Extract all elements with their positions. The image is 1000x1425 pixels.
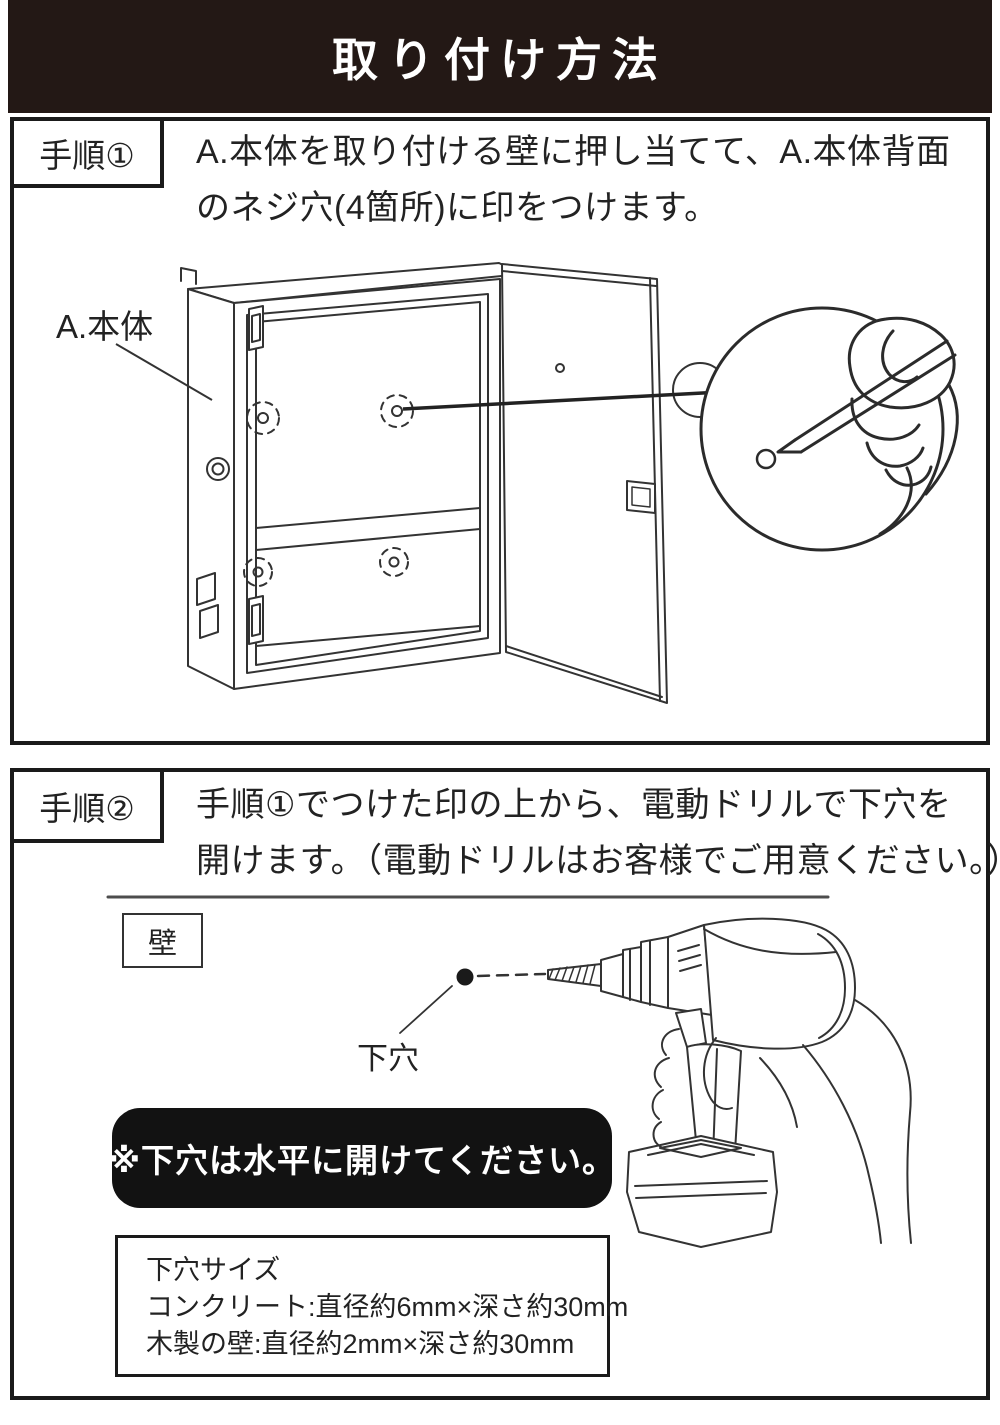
battery-pack-icon xyxy=(626,1135,778,1248)
step2-label: 手順② xyxy=(39,789,135,827)
hole-label-leader-line xyxy=(399,985,453,1034)
step1-instruction-line2: のネジ穴(4箇所)に印をつけます。 xyxy=(196,189,719,227)
caution-note: ※下穴は水平に開けてください。 xyxy=(108,1108,615,1208)
part-label: A.本体 xyxy=(56,308,154,345)
step1-label: 手順① xyxy=(39,136,135,174)
size-box-title: 下穴サイズ xyxy=(146,1255,281,1285)
step1-label-box: 手順① xyxy=(10,117,164,188)
screw-holes-icon xyxy=(243,394,414,587)
pilot-hole-dot xyxy=(456,968,474,986)
step2-instruction-line2: 開けます。（電動ドリルはお客様でご用意ください。） xyxy=(196,842,1000,880)
caution-note-text: ※下穴は水平に開けてください。 xyxy=(107,1142,617,1179)
pilot-hole-size-box: 下穴サイズ コンクリート:直径約6mm×深さ約30mm 木製の壁:直径約2mm×… xyxy=(115,1235,629,1377)
step1-instruction: A.本体を取り付ける壁に押し当てて、A.本体背面 のネジ穴(4箇所)に印をつけま… xyxy=(196,124,951,236)
step1-instruction-line1: A.本体を取り付ける壁に押し当てて、A.本体背面 xyxy=(196,133,951,171)
wall-label: 壁 xyxy=(147,927,177,960)
cabinet-body-icon xyxy=(180,262,728,690)
step2-label-box: 手順② xyxy=(10,768,164,843)
wall-label-box: 壁 xyxy=(122,913,203,968)
pilot-hole-label: 下穴 xyxy=(357,1041,419,1076)
cabinet-door-icon xyxy=(501,263,668,704)
detail-leader-line xyxy=(402,389,741,411)
lock-icon xyxy=(206,457,230,481)
gripping-hand-icon xyxy=(651,999,912,1244)
step2-instruction: 手順①でつけた印の上から、電動ドリルで下穴を 開けます。（電動ドリルはお客様でご… xyxy=(196,777,1000,889)
drill-bit-icon xyxy=(548,964,596,985)
step2-figure xyxy=(106,895,912,1248)
page-header: 取り付け方法 xyxy=(8,0,992,113)
size-box-concrete: コンクリート:直径約6mm×深さ約30mm xyxy=(146,1292,629,1322)
step1-figure xyxy=(115,262,959,704)
step2-instruction-line1: 手順①でつけた印の上から、電動ドリルで下穴を xyxy=(196,786,952,824)
electric-drill-icon xyxy=(547,917,856,1248)
part-label-leader-line xyxy=(115,343,213,401)
page-title: 取り付け方法 xyxy=(332,33,668,86)
drill-axis-dashed-line xyxy=(476,972,547,978)
marking-hand-detail-icon xyxy=(699,306,959,552)
size-box-wood: 木製の壁:直径約2mm×深さ約30mm xyxy=(146,1329,575,1359)
pen-icon xyxy=(755,339,957,470)
